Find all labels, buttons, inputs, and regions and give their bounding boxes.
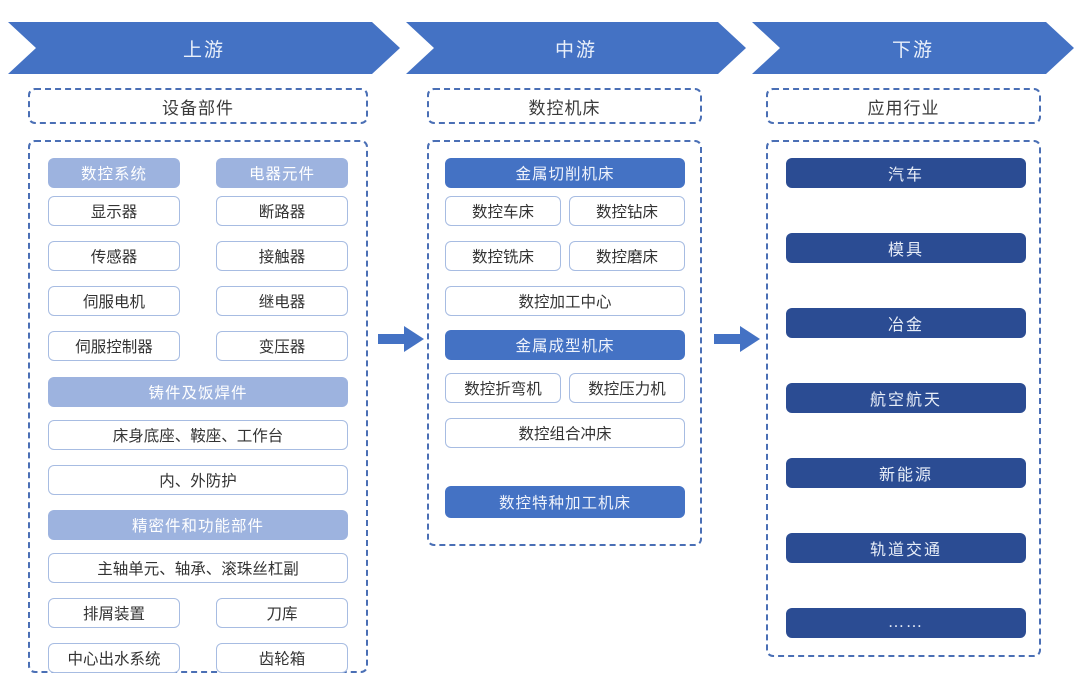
subtitle-midstream: 数控机床 [427, 88, 702, 124]
midstream-group-container: 金属切削机床 数控车床 数控钻床 数控铣床 数控磨床 数控加工中心 金属成型机床… [427, 140, 702, 546]
stage-label-midstream: 中游 [554, 39, 597, 61]
downstream-item-metallurgy[interactable]: 冶金 [786, 308, 1026, 338]
arrow-shaft [714, 334, 742, 344]
upstream-item-tool-magazine[interactable]: 刀库 [216, 598, 348, 628]
midstream-item-cnc-milling-machine[interactable]: 数控铣床 [445, 241, 561, 271]
stage-label-downstream: 下游 [891, 39, 934, 61]
upstream-item-gearbox[interactable]: 齿轮箱 [216, 643, 348, 673]
midstream-category-cnc-special-machining[interactable]: 数控特种加工机床 [445, 486, 685, 518]
downstream-item-aerospace[interactable]: 航空航天 [786, 383, 1026, 413]
downstream-item-automotive[interactable]: 汽车 [786, 158, 1026, 188]
upstream-group-container: 数控系统 电器元件 显示器 断路器 传感器 接触器 伺服电机 继电器 伺服控制器… [28, 140, 368, 673]
subtitle-upstream-label: 设备部件 [162, 98, 234, 118]
upstream-category-electrical-components[interactable]: 电器元件 [216, 158, 348, 188]
upstream-item-servo-motor[interactable]: 伺服电机 [48, 286, 180, 316]
upstream-category-precision-functional-parts[interactable]: 精密件和功能部件 [48, 510, 348, 540]
arrow-head [740, 326, 760, 352]
subtitle-downstream: 应用行业 [766, 88, 1041, 124]
upstream-item-relay[interactable]: 继电器 [216, 286, 348, 316]
upstream-item-inner-outer-guard[interactable]: 内、外防护 [48, 465, 348, 495]
stage-label-upstream: 上游 [182, 39, 225, 61]
upstream-item-transformer[interactable]: 变压器 [216, 331, 348, 361]
arrow-head [404, 326, 424, 352]
upstream-item-bed-base-saddle-table[interactable]: 床身底座、鞍座、工作台 [48, 420, 348, 450]
midstream-item-cnc-lathe[interactable]: 数控车床 [445, 196, 561, 226]
upstream-item-sensor[interactable]: 传感器 [48, 241, 180, 271]
downstream-item-mold[interactable]: 模具 [786, 233, 1026, 263]
subtitle-upstream: 设备部件 [28, 88, 368, 124]
upstream-category-castings-weldments[interactable]: 铸件及饭焊件 [48, 377, 348, 407]
upstream-category-cnc-system[interactable]: 数控系统 [48, 158, 180, 188]
stage-header-band: 上游 中游 下游 [0, 22, 1080, 74]
stage-chevron-midstream[interactable]: 中游 [406, 22, 746, 74]
downstream-item-ellipsis[interactable]: …… [786, 608, 1026, 638]
upstream-item-center-water-system[interactable]: 中心出水系统 [48, 643, 180, 673]
downstream-item-rail-transit[interactable]: 轨道交通 [786, 533, 1026, 563]
midstream-item-cnc-grinding-machine[interactable]: 数控磨床 [569, 241, 685, 271]
midstream-item-cnc-press-machine[interactable]: 数控压力机 [569, 373, 685, 403]
upstream-item-chip-conveyor[interactable]: 排屑装置 [48, 598, 180, 628]
upstream-item-spindle-bearing-ballscrew[interactable]: 主轴单元、轴承、滚珠丝杠副 [48, 553, 348, 583]
stage-chevron-downstream[interactable]: 下游 [752, 22, 1074, 74]
upstream-item-breaker[interactable]: 断路器 [216, 196, 348, 226]
stage-chevron-upstream[interactable]: 上游 [8, 22, 400, 74]
subtitle-midstream-label: 数控机床 [528, 98, 601, 118]
subtitle-downstream-label: 应用行业 [867, 98, 940, 118]
arrow-shaft [378, 334, 406, 344]
upstream-item-contactor[interactable]: 接触器 [216, 241, 348, 271]
midstream-item-cnc-combination-punch[interactable]: 数控组合冲床 [445, 418, 685, 448]
midstream-item-cnc-bending-machine[interactable]: 数控折弯机 [445, 373, 561, 403]
downstream-group-container: 汽车 模具 冶金 航空航天 新能源 轨道交通 …… [766, 140, 1041, 657]
upstream-item-display[interactable]: 显示器 [48, 196, 180, 226]
midstream-item-cnc-drilling-machine[interactable]: 数控钻床 [569, 196, 685, 226]
upstream-item-servo-controller[interactable]: 伺服控制器 [48, 331, 180, 361]
midstream-category-metal-cutting-machine[interactable]: 金属切削机床 [445, 158, 685, 188]
midstream-category-metal-forming-machine[interactable]: 金属成型机床 [445, 330, 685, 360]
midstream-item-cnc-machining-center[interactable]: 数控加工中心 [445, 286, 685, 316]
arrow-right-icon-midstream-to-downstream [714, 326, 760, 352]
arrow-right-icon-upstream-to-midstream [378, 326, 424, 352]
downstream-item-new-energy[interactable]: 新能源 [786, 458, 1026, 488]
